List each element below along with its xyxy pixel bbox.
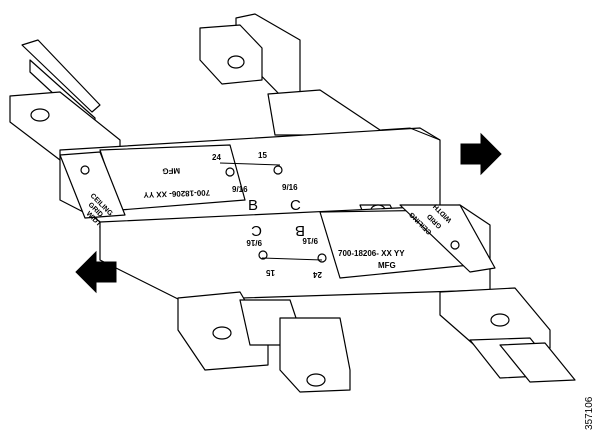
upper-mfg-label: MFG bbox=[162, 166, 180, 176]
lower-bracket: 700-18206- XX YY MFG CEILING GRID WIDTH … bbox=[246, 202, 496, 279]
lower-dim-9-16-left: 9/16 bbox=[246, 238, 262, 247]
lower-letter-c: C bbox=[251, 222, 262, 239]
upper-letter-b: B bbox=[248, 197, 258, 214]
top-right-tabs bbox=[199, 13, 381, 136]
left-arrow-icon bbox=[75, 250, 117, 294]
bottom-right-tabs bbox=[439, 287, 576, 383]
bottom-left-tabs bbox=[177, 291, 351, 393]
figure-id: 357106 bbox=[584, 396, 595, 430]
lower-part-number: 700-18206- XX YY bbox=[338, 249, 405, 258]
upper-dim-9-16-right: 9/16 bbox=[282, 183, 298, 192]
lower-dim-15: 15 bbox=[266, 268, 275, 277]
upper-part-number: 700-18206- XX YY bbox=[143, 188, 211, 199]
lower-letter-b: B bbox=[295, 222, 305, 239]
right-arrow-icon bbox=[460, 132, 502, 176]
upper-dim-15: 15 bbox=[258, 151, 267, 160]
upper-bracket: 700-18206- XX YY MFG CEILING GRID WIDTH … bbox=[59, 144, 301, 232]
upper-dim-24: 24 bbox=[212, 153, 221, 162]
lower-mfg-label: MFG bbox=[378, 261, 396, 270]
lower-dim-9-16-right: 9/16 bbox=[302, 236, 318, 245]
upper-dim-9-16-left: 9/16 bbox=[232, 185, 248, 194]
lower-dim-24: 24 bbox=[313, 270, 322, 279]
top-left-tabs bbox=[9, 39, 121, 161]
upper-letter-c: C bbox=[290, 197, 301, 214]
